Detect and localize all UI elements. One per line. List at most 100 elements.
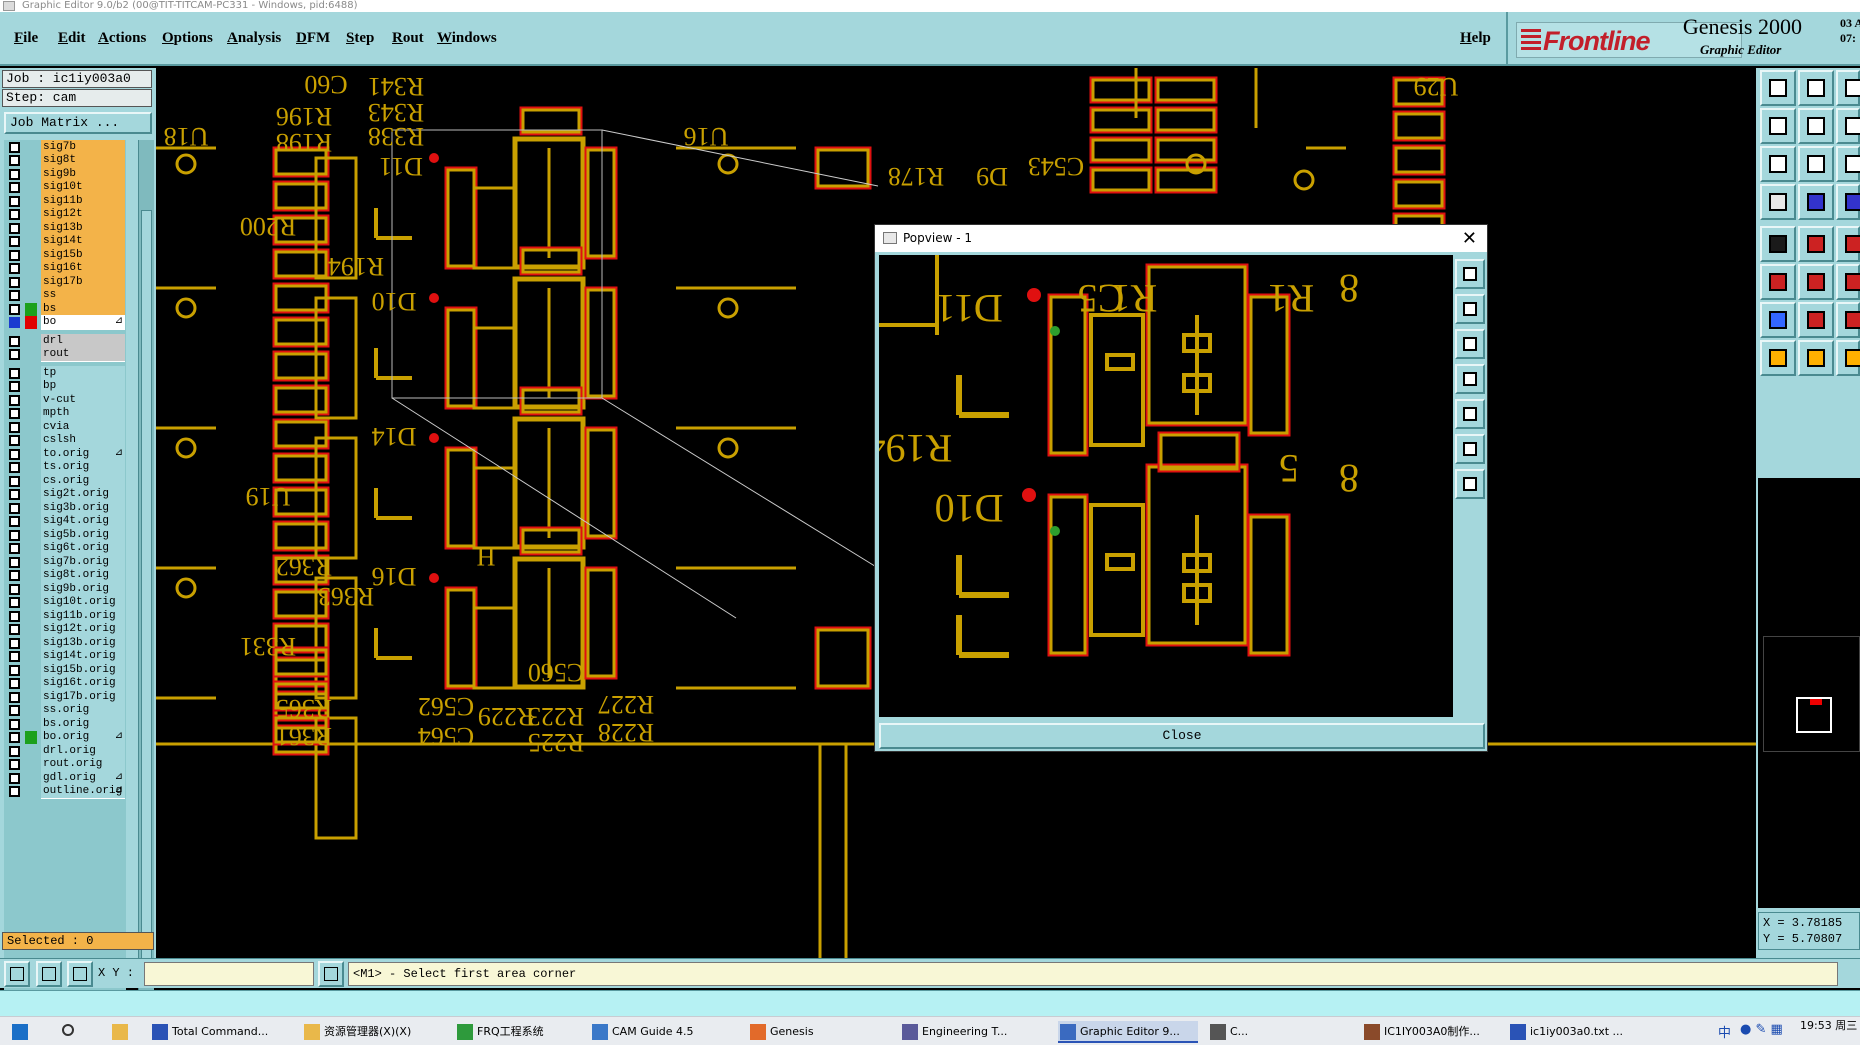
- layer-color-swatch[interactable]: [25, 289, 37, 302]
- layer-color-swatch[interactable]: [25, 461, 37, 474]
- layer-name[interactable]: outline.orig⊿: [41, 784, 125, 799]
- layer-checkbox[interactable]: [9, 263, 20, 274]
- layer-row[interactable]: sig14t.orig: [4, 649, 126, 664]
- layer-checkbox[interactable]: [9, 142, 20, 153]
- layer-row[interactable]: mpth: [4, 406, 126, 421]
- layer-checkbox[interactable]: [9, 786, 20, 797]
- layer-checkbox[interactable]: [9, 394, 20, 406]
- pop-restore-icon[interactable]: [1455, 469, 1485, 499]
- layer-color-swatch[interactable]: [25, 380, 37, 393]
- clock[interactable]: 19:53 周三: [1800, 1019, 1858, 1032]
- tool-node-icon-6-2[interactable]: [1836, 302, 1860, 338]
- layer-name[interactable]: rout: [41, 347, 125, 362]
- layer-checkbox[interactable]: [9, 335, 20, 347]
- pop-zoom-in-icon[interactable]: [1455, 294, 1485, 324]
- tool-save-icon-1-0[interactable]: [1760, 108, 1796, 144]
- layer-row[interactable]: sig8t.orig: [4, 568, 126, 583]
- popview-close-button[interactable]: Close: [879, 723, 1485, 749]
- layer-color-swatch[interactable]: [25, 275, 37, 289]
- taskbar-item[interactable]: FRQ工程系统: [455, 1021, 580, 1043]
- ime-indicator[interactable]: 中: [1718, 1026, 1732, 1041]
- taskbar-item[interactable]: C...: [1208, 1021, 1352, 1043]
- layer-checkbox[interactable]: [9, 502, 20, 514]
- layer-scrollbar[interactable]: [138, 140, 154, 1000]
- layer-color-swatch[interactable]: [25, 744, 37, 758]
- layer-row[interactable]: sig11b.orig: [4, 608, 126, 624]
- layer-color-swatch[interactable]: [25, 717, 37, 731]
- layer-color-swatch[interactable]: [25, 596, 37, 609]
- tool-pad-icon-6-0[interactable]: [1760, 302, 1796, 338]
- tool-snap-icon-4-1[interactable]: [1798, 226, 1834, 262]
- layer-name[interactable]: sig7b.orig: [41, 554, 125, 570]
- layer-color-swatch[interactable]: [25, 420, 37, 434]
- layer-name[interactable]: sig5b.orig: [41, 527, 125, 543]
- layer-color-swatch[interactable]: [25, 488, 37, 501]
- menu-dfm[interactable]: DFM: [296, 30, 331, 46]
- layer-color-swatch[interactable]: [25, 501, 37, 515]
- layer-row[interactable]: sig3b.orig: [4, 500, 126, 516]
- layer-checkbox[interactable]: [9, 381, 20, 392]
- tool-line-icon-5-0[interactable]: [1760, 264, 1796, 300]
- layer-name[interactable]: sig11b.orig: [41, 608, 125, 624]
- layer-checkbox[interactable]: [9, 408, 20, 419]
- tool-arc-icon-5-2[interactable]: [1836, 264, 1860, 300]
- start-icon[interactable]: [10, 1021, 30, 1043]
- layer-row[interactable]: sig15b.orig: [4, 662, 126, 678]
- layer-name[interactable]: v-cut: [41, 392, 125, 408]
- layer-name[interactable]: sig7b: [41, 140, 125, 155]
- layer-row[interactable]: bo⊿: [4, 315, 126, 330]
- layer-row[interactable]: v-cut: [4, 392, 126, 408]
- layer-checkbox[interactable]: [9, 651, 20, 662]
- taskbar-item[interactable]: Genesis: [748, 1021, 890, 1043]
- layer-color-swatch[interactable]: [25, 771, 37, 785]
- tool-fit-icon-2-0[interactable]: [1760, 146, 1796, 182]
- pop-zoom-fit-icon[interactable]: [1455, 259, 1485, 289]
- pop-center-icon[interactable]: [1455, 434, 1485, 464]
- layer-checkbox[interactable]: [9, 236, 20, 247]
- tool-center-icon-2-2[interactable]: [1836, 146, 1860, 182]
- layer-color-swatch[interactable]: [25, 141, 37, 154]
- tool-open-icon-0-1[interactable]: [1798, 70, 1834, 106]
- tool-redraw-icon-3-1[interactable]: [1798, 184, 1834, 220]
- menu-file[interactable]: File: [14, 30, 39, 46]
- layer-name[interactable]: sig13b.orig: [41, 635, 125, 651]
- layer-color-swatch[interactable]: [25, 515, 37, 528]
- layer-checkbox[interactable]: [9, 732, 20, 743]
- layer-checkbox[interactable]: [9, 276, 20, 288]
- layer-checkbox[interactable]: [9, 610, 20, 622]
- layer-name[interactable]: sig8t.orig: [41, 568, 125, 583]
- grid-icon[interactable]: [67, 961, 93, 987]
- menu-help[interactable]: Help: [1460, 30, 1491, 46]
- taskbar-item[interactable]: 资源管理器(X)(X): [302, 1021, 445, 1043]
- tool-zoom-icon-3-0[interactable]: [1760, 184, 1796, 220]
- search-icon[interactable]: [60, 1021, 80, 1043]
- layer-color-swatch[interactable]: [25, 569, 37, 582]
- layer-color-swatch[interactable]: [25, 407, 37, 420]
- layer-row[interactable]: sig12t.orig: [4, 622, 126, 637]
- layer-row[interactable]: outline.orig⊿: [4, 784, 126, 799]
- layer-checkbox[interactable]: [9, 249, 20, 261]
- layer-color-swatch[interactable]: [25, 447, 37, 461]
- xy-toggle-icon[interactable]: [318, 961, 344, 987]
- layer-color-swatch[interactable]: [25, 221, 37, 235]
- layer-color-swatch[interactable]: [25, 582, 37, 596]
- layer-row[interactable]: sig7b.orig: [4, 554, 126, 570]
- tool-copy-icon-1-2[interactable]: [1836, 108, 1860, 144]
- file-explorer-icon[interactable]: [110, 1021, 134, 1043]
- menu-windows[interactable]: Windows: [437, 30, 497, 46]
- layer-name[interactable]: drl.orig: [41, 743, 125, 759]
- tool-arc-icon-5-1[interactable]: [1798, 264, 1834, 300]
- layer-checkbox[interactable]: [9, 462, 20, 473]
- layer-row[interactable]: sig9b: [4, 166, 126, 182]
- layer-checkbox[interactable]: [9, 772, 20, 784]
- layer-checkbox[interactable]: [9, 543, 20, 554]
- tool-measure-icon-4-0[interactable]: [1760, 226, 1796, 262]
- layer-name[interactable]: sig4t.orig: [41, 514, 125, 529]
- layer-checkbox[interactable]: [9, 435, 20, 446]
- layer-checkbox[interactable]: [9, 222, 20, 234]
- layer-color-swatch[interactable]: [25, 434, 37, 447]
- layer-checkbox[interactable]: [9, 155, 20, 166]
- layer-checkbox[interactable]: [9, 745, 20, 757]
- layer-color-swatch[interactable]: [25, 636, 37, 650]
- layer-checkbox[interactable]: [9, 475, 20, 487]
